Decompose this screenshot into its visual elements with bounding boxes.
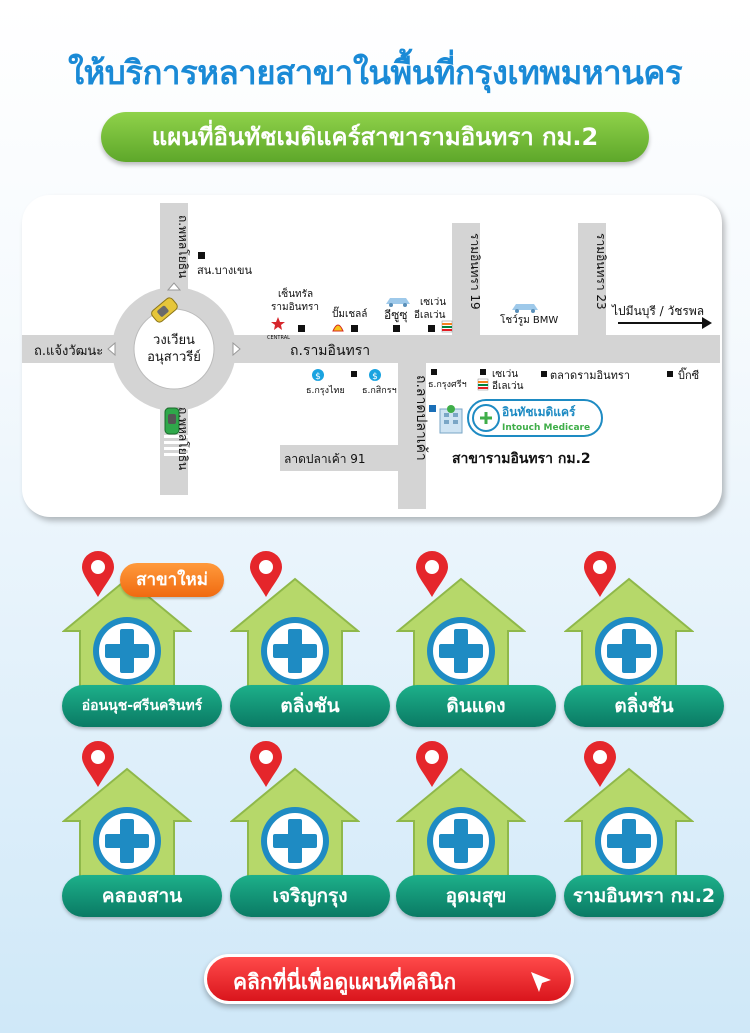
location-pin-icon <box>250 551 282 597</box>
isuzu-car-icon <box>386 298 410 307</box>
direction-arrow-icon <box>702 317 712 329</box>
branch-label[interactable]: ตลิ่งชัน <box>230 685 390 727</box>
label-ram-23: รามอินทรา 23 <box>594 233 608 310</box>
branch-label[interactable]: เจริญกรุง <box>230 875 390 917</box>
branch-label[interactable]: อ่อนนุช-ศรีนครินทร์ <box>62 685 222 727</box>
branch-card[interactable]: อ่อนนุช-ศรีนครินทร์ สาขาใหม่ <box>62 551 224 727</box>
branch-label[interactable]: อุดมสุข <box>396 875 556 917</box>
intouch-logo: อินทัชเมดิแคร์ Intouch Medicare <box>467 399 603 437</box>
landmark-bang-khen: สน.บางเขน <box>197 264 253 277</box>
house-icon <box>396 767 526 896</box>
crosswalk <box>164 435 188 456</box>
label-south-road: ถ.พหลโยธิน <box>176 407 190 470</box>
branch-card[interactable]: ดินแดง <box>396 551 556 727</box>
branch-card[interactable]: เจริญกรุง <box>230 741 390 917</box>
location-pin-icon <box>250 741 282 787</box>
svg-text:$: $ <box>315 372 321 382</box>
logo-english: Intouch Medicare <box>502 423 590 433</box>
seven-eleven-icon-2 <box>477 378 489 391</box>
road-ram-19 <box>452 223 480 337</box>
central-logo-text: CENTRAL <box>267 335 290 341</box>
house-icon <box>564 577 694 706</box>
house-icon <box>396 577 526 706</box>
branch-label[interactable]: รามอินทรา กม.2 <box>564 875 724 917</box>
clinic-building-icon <box>439 405 463 434</box>
branch-card[interactable]: คลองสาน <box>62 741 222 917</box>
label-north-road: ถ.พหลโยธิน <box>176 215 190 278</box>
label-ram-19: รามอินทรา 19 <box>468 233 482 310</box>
label-lat-pla-khao-91: ลาดปลาเค้า 91 <box>284 452 366 466</box>
page-title: ให้บริการหลายสาขาในพื้นที่กรุงเทพมหานคร <box>67 53 683 92</box>
shell-icon <box>332 324 344 332</box>
branch-card[interactable]: ตลิ่งชัน <box>230 551 390 727</box>
landmark-big-c: บิ๊กซี <box>678 367 700 382</box>
house-icon <box>230 577 360 706</box>
branch-card[interactable]: รามอินทรา กม.2 <box>564 741 724 917</box>
landmark-central-1: เซ็นทรัล <box>278 286 313 300</box>
landmark-seven-a-1: เซเว่น <box>420 297 446 308</box>
branch-label[interactable]: คลองสาน <box>62 875 222 917</box>
landmark-market: ตลาดรามอินทรา <box>550 369 630 382</box>
location-pin-icon <box>82 551 114 597</box>
location-pin-icon <box>584 741 616 787</box>
cursor-arrow-icon <box>531 972 551 992</box>
branch-label[interactable]: ตลิ่งชัน <box>564 685 724 727</box>
label-left-road: ถ.แจ้งวัฒนะ <box>34 344 103 359</box>
kasikorn-bank-icon: $ <box>369 369 381 382</box>
landmark-krungsri: ธ.กรุงศรีฯ <box>428 379 467 390</box>
logo-thai: อินทัชเมดิแคร์ <box>502 405 576 419</box>
house-icon <box>62 767 192 896</box>
branch-map: ถ.แจ้งวัฒนะ ถ.รามอินทรา ถ.พหลโยธิน ถ.พหล… <box>22 195 722 517</box>
label-main-road: ถ.รามอินทรา <box>290 343 370 359</box>
direction-label: ไปมีนบุรี / วัชรพล <box>611 304 704 319</box>
landmark-seven-a-2: อีเลเว่น <box>414 309 446 321</box>
landmark-central-2: รามอินทรา <box>271 302 319 313</box>
house-icon <box>230 767 360 896</box>
landmark-shell: ปั๊มเชลล์ <box>332 306 367 320</box>
bmw-car-icon <box>512 304 538 313</box>
cta-label: คลิกที่นี่เพื่อดูแผนที่คลินิก <box>233 970 457 994</box>
road-ram-23 <box>578 223 606 337</box>
central-logo-icon <box>271 317 285 330</box>
branch-label[interactable]: ดินแดง <box>396 685 556 727</box>
location-pin-icon <box>584 551 616 597</box>
location-pin-icon <box>82 741 114 787</box>
map-subtitle: แผนที่อินทัชเมดิแคร์สาขารามอินทรา กม.2 <box>101 112 649 162</box>
view-clinic-map-button[interactable]: คลิกที่นี่เพื่อดูแผนที่คลินิก <box>204 954 574 1004</box>
branch-name-label: สาขารามอินทรา กม.2 <box>452 451 591 467</box>
house-icon <box>62 577 192 706</box>
branch-card[interactable]: ตลิ่งชัน <box>564 551 724 727</box>
krungthai-bank-icon: $ <box>312 369 324 382</box>
green-car-icon <box>164 407 180 435</box>
location-pin-icon <box>416 551 448 597</box>
label-lat-pla-khao: ถ.ลาดปลาเค้า <box>413 375 429 461</box>
yellow-car-icon <box>151 297 178 323</box>
roundabout-label-1: วงเวียน <box>153 332 195 348</box>
road-lat-pla-khao-91 <box>280 445 400 471</box>
landmark-isuzu: อีซูซุ <box>384 308 408 323</box>
roundabout-label-2: อนุสาวรีย์ <box>147 349 201 365</box>
branch-card[interactable]: อุดมสุข <box>396 741 556 917</box>
road-lat-pla-khao <box>398 363 426 509</box>
landmark-seven-b-2: อีเลเว่น <box>492 380 524 392</box>
location-pin-icon <box>416 741 448 787</box>
landmark-krungthai: ธ.กรุงไทย <box>306 385 345 396</box>
new-branch-badge: สาขาใหม่ <box>120 563 224 597</box>
map-graphic: ถ.แจ้งวัฒนะ ถ.รามอินทรา ถ.พหลโยธิน ถ.พหล… <box>22 203 720 509</box>
seven-eleven-icon <box>441 320 453 333</box>
roundabout-center <box>133 308 215 390</box>
landmark-kasikorn: ธ.กสิกรฯ <box>362 385 397 396</box>
landmark-bmw: โชว์รูม BMW <box>500 313 558 326</box>
landmark-seven-b-1: เซเว่น <box>492 369 518 380</box>
svg-text:$: $ <box>372 372 378 382</box>
